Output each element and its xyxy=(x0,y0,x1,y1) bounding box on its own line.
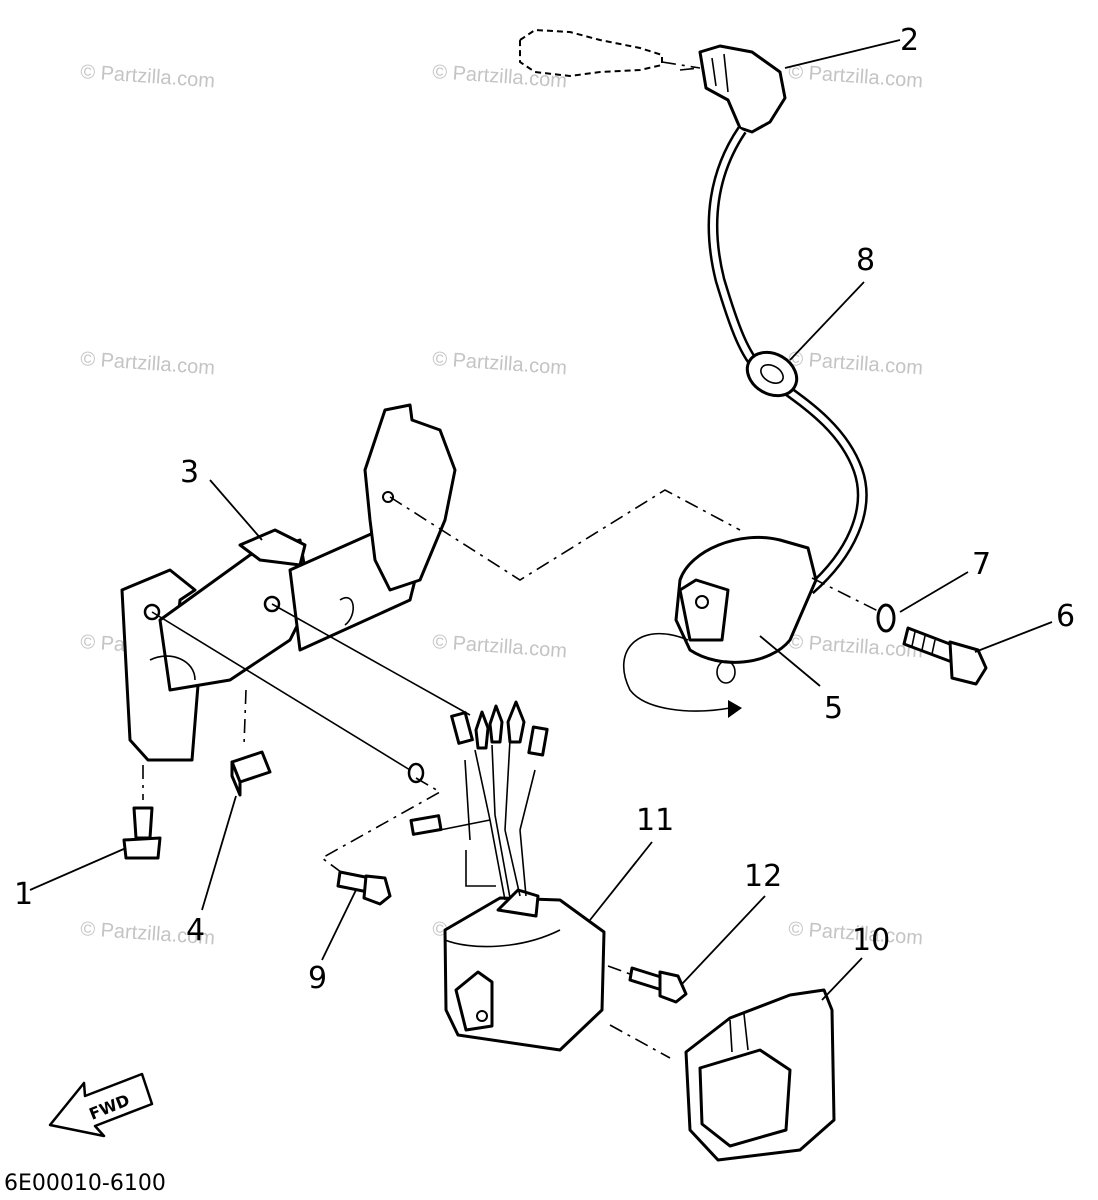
callout-1: 1 xyxy=(14,877,33,912)
diagram-code: 6E00010-6100 xyxy=(4,1171,166,1196)
watermark: © Partzilla.com xyxy=(80,61,216,92)
callout-3: 3 xyxy=(180,455,199,490)
callout-2: 2 xyxy=(900,23,919,58)
callout-6: 6 xyxy=(1056,599,1075,634)
watermark: © Partzilla.com xyxy=(788,61,924,92)
cover-icon xyxy=(684,988,836,1162)
ignition-coil-icon xyxy=(623,535,818,718)
watermarks: © Partzilla.com © Partzilla.com © Partzi… xyxy=(80,61,924,949)
bolt-icon xyxy=(336,870,392,906)
bracket-icon xyxy=(120,403,457,762)
callout-9: 9 xyxy=(308,961,327,996)
bolt-icon xyxy=(628,966,688,1004)
watermark: © Partzilla.com xyxy=(788,348,924,379)
callout-4: 4 xyxy=(186,913,205,948)
assembly-lines xyxy=(142,67,741,1059)
callout-11: 11 xyxy=(636,803,674,838)
watermark: © Partzilla.com xyxy=(80,348,216,379)
cdi-unit-icon xyxy=(409,700,606,1052)
spark-plug-icon xyxy=(519,28,701,78)
watermark: © Partzilla.com xyxy=(432,631,568,662)
watermark: © Partzilla.com xyxy=(788,631,924,662)
callout-7: 7 xyxy=(972,547,991,582)
watermark: © Partzilla.com xyxy=(432,348,568,379)
leader-lines xyxy=(29,39,1053,1001)
callout-10: 10 xyxy=(852,923,890,958)
callout-5: 5 xyxy=(824,691,843,726)
plug-cap-icon xyxy=(698,44,787,134)
callout-12: 12 xyxy=(744,859,782,894)
grommet-icon xyxy=(745,350,799,398)
bolt-icon xyxy=(902,626,988,686)
callout-8: 8 xyxy=(856,243,875,278)
washer-icon xyxy=(407,762,425,784)
bolt-icon xyxy=(122,806,162,860)
callouts: 2 3 8 7 6 5 1 4 9 10 11 12 xyxy=(14,23,1075,996)
fwd-arrow-icon: FWD xyxy=(48,1072,154,1138)
damper-icon xyxy=(230,750,272,797)
washer-icon xyxy=(876,603,896,633)
